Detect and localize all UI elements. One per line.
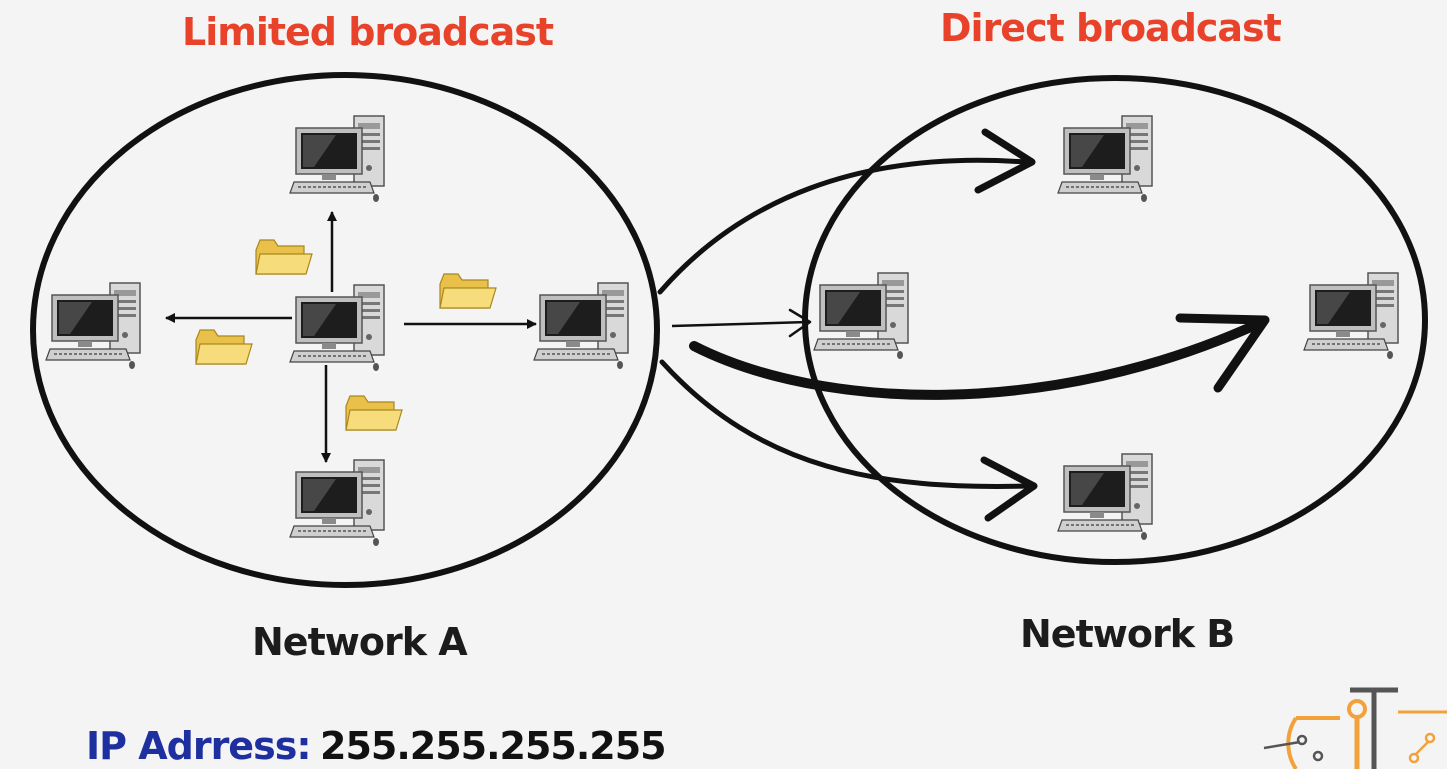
network-logo-icon bbox=[1263, 687, 1447, 769]
network-a-label: Network A bbox=[252, 620, 468, 664]
arrow-to-b-top bbox=[657, 157, 1028, 295]
arrow-to-b-left bbox=[671, 320, 809, 328]
computer-a-right-icon bbox=[533, 282, 629, 370]
computer-b-left-icon bbox=[813, 272, 909, 360]
arrowhead-b-bottom bbox=[980, 456, 1038, 522]
folder-right-icon bbox=[439, 273, 497, 309]
arrow-to-b-bottom bbox=[659, 359, 1033, 489]
computer-a-left-icon bbox=[45, 282, 141, 370]
computer-b-bottom-icon bbox=[1057, 453, 1153, 541]
computer-a-bottom-icon bbox=[289, 459, 385, 547]
network-a-boundary bbox=[30, 72, 660, 588]
direct-broadcast-title: Direct broadcast bbox=[940, 6, 1282, 50]
computer-a-top-icon bbox=[289, 115, 385, 203]
folder-left-icon bbox=[195, 329, 253, 365]
arrowhead-b-top bbox=[974, 128, 1036, 194]
limited-broadcast-title: Limited broadcast bbox=[182, 10, 554, 54]
arrowhead-b-right bbox=[1175, 313, 1270, 393]
computer-b-right-icon bbox=[1303, 272, 1399, 360]
ip-address-value: 255.255.255.255 bbox=[320, 724, 667, 768]
computer-a-center-icon bbox=[289, 284, 385, 372]
folder-top-icon bbox=[255, 239, 313, 275]
ip-address-label: IP Adrress: bbox=[86, 724, 312, 768]
arrowhead-b-left bbox=[788, 308, 812, 338]
folder-bottom-icon bbox=[345, 395, 403, 431]
network-b-label: Network B bbox=[1020, 612, 1235, 656]
arrow-to-b-right bbox=[689, 317, 1267, 400]
computer-b-top-icon bbox=[1057, 115, 1153, 203]
